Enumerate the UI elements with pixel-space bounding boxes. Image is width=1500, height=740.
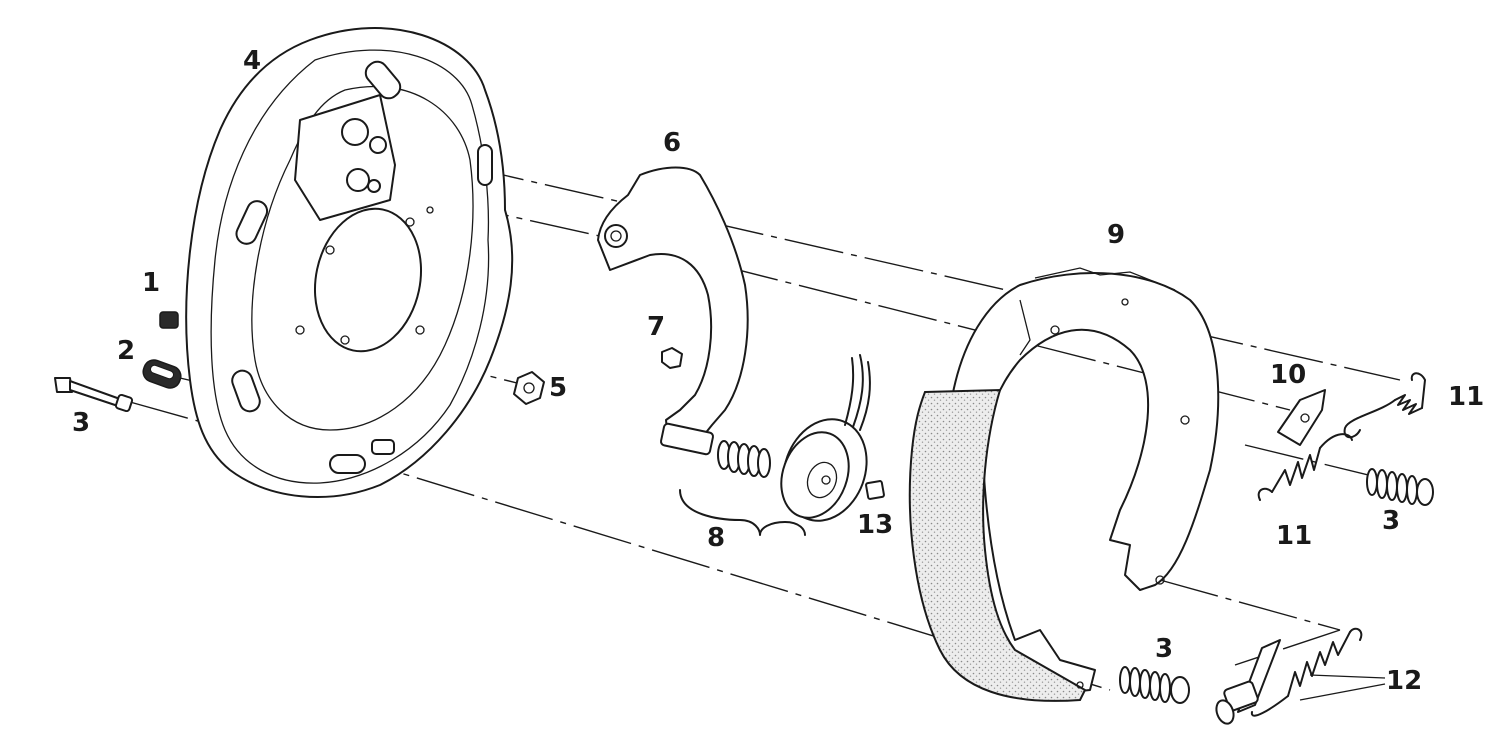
label-part-3-right: 3 [1382,506,1401,536]
actuating-lever [597,166,749,456]
shoe-spring-upper [1343,372,1426,439]
magnet-assembly [679,354,871,536]
shoe-spring-lower [1257,433,1353,501]
label-part-6: 6 [663,128,682,158]
label-part-2: 2 [117,336,136,366]
lever-clip [661,347,683,369]
adjuster-screw [1215,639,1281,725]
label-part-7: 7 [647,312,666,342]
label-part-11-lower: 11 [1276,521,1313,551]
label-part-1: 1 [142,268,161,298]
label-part-10: 10 [1270,360,1307,390]
label-part-3-bottom: 3 [1155,634,1174,664]
label-part-4: 4 [243,46,262,76]
brake-shoe [908,267,1220,702]
hold-down-spring-right [1366,468,1434,506]
label-part-8: 8 [707,523,726,553]
label-part-13: 13 [857,510,894,540]
adjuster-spring [1250,627,1363,717]
hex-nut [513,371,545,405]
label-part-11-upper: 11 [1448,382,1485,412]
backing-plate [185,27,514,498]
mounting-bolt [54,377,134,413]
retainer-plate [1277,389,1326,446]
label-part-12: 12 [1386,666,1423,696]
magnet-spring [717,440,771,478]
label-part-9: 9 [1107,220,1126,250]
hold-down-spring-bottom [1119,666,1190,704]
electromagnet [780,354,871,522]
adjuster-clip [159,311,179,329]
access-plug [142,359,182,389]
label-part-5: 5 [549,373,568,403]
leader-lines [1299,674,1386,701]
label-part-3-bolt: 3 [72,408,91,438]
magnet-clip [865,480,885,500]
